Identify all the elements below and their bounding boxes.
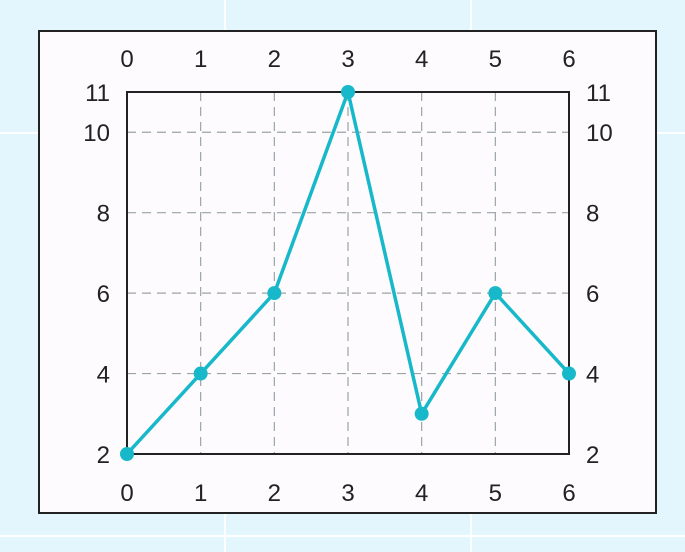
x-tick-label-bottom-6: 6 — [562, 480, 575, 507]
x-tick-label-top-0: 0 — [120, 46, 133, 73]
y-tick-label-left-1: 4 — [97, 362, 110, 389]
x-tick-label-top-6: 6 — [562, 46, 575, 73]
data-point-0-0 — [120, 447, 134, 461]
y-tick-label-right-3: 8 — [586, 201, 599, 228]
grid-layer — [127, 92, 569, 454]
background-line-horizontal-2 — [0, 535, 685, 537]
data-point-0-4 — [414, 406, 429, 421]
y-tick-label-right-0: 2 — [586, 442, 599, 469]
y-tick-label-right-2: 6 — [586, 281, 599, 308]
data-point-0-1 — [193, 366, 208, 381]
y-tick-label-left-5: 11 — [85, 80, 110, 107]
x-tick-label-bottom-5: 5 — [489, 480, 502, 507]
data-point-0-3 — [341, 85, 355, 99]
data-point-0-5 — [488, 286, 503, 301]
x-tick-label-top-1: 1 — [194, 46, 207, 73]
x-tick-label-bottom-0: 0 — [120, 480, 133, 507]
x-tick-label-top-4: 4 — [415, 46, 428, 73]
x-tick-label-bottom-1: 1 — [194, 480, 207, 507]
x-tick-label-bottom-4: 4 — [415, 480, 428, 507]
x-tick-label-top-5: 5 — [489, 46, 502, 73]
x-tick-label-bottom-2: 2 — [268, 480, 281, 507]
y-tick-label-right-1: 4 — [586, 362, 599, 389]
y-tick-label-right-4: 10 — [586, 120, 613, 147]
data-point-0-6 — [562, 366, 576, 381]
series-layer — [120, 85, 576, 461]
data-point-0-2 — [267, 286, 282, 301]
x-tick-label-bottom-3: 3 — [341, 480, 354, 507]
y-tick-label-right-5: 11 — [586, 80, 611, 107]
y-tick-label-left-4: 10 — [83, 120, 110, 147]
x-tick-label-top-3: 3 — [341, 46, 354, 73]
x-tick-label-top-2: 2 — [268, 46, 281, 73]
y-tick-label-left-0: 2 — [97, 442, 110, 469]
y-tick-label-left-3: 8 — [97, 201, 110, 228]
y-tick-label-left-2: 6 — [97, 281, 110, 308]
